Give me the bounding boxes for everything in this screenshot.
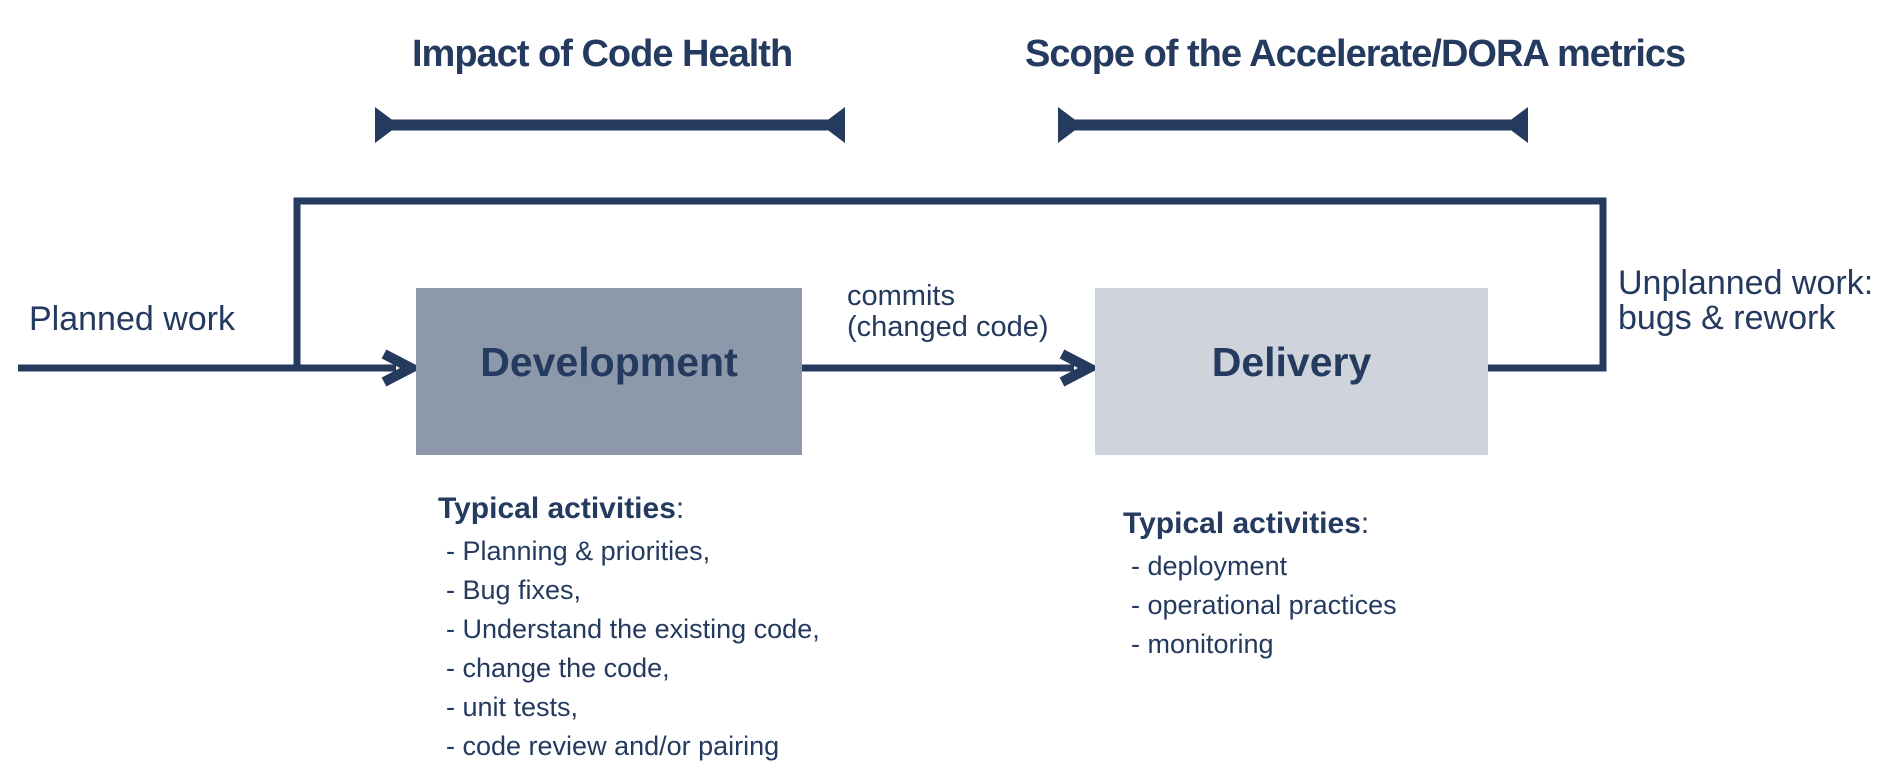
delivery-activity-item: - operational practices [1131, 590, 1397, 620]
impact-bracket-left-cap [375, 107, 399, 143]
development-activities-heading: Typical activities: [438, 492, 820, 526]
development-box: Development [416, 288, 802, 455]
delivery-activities: Typical activities: - deployment - opera… [1123, 507, 1397, 664]
development-activity-item: - Bug fixes, [446, 575, 582, 605]
planned-work-arrowhead [381, 349, 422, 387]
unplanned-work-label: Unplanned work: bugs & rework [1618, 266, 1873, 336]
development-activity-item: - Planning & priorities, [446, 536, 711, 566]
development-activities-heading-colon: : [675, 492, 685, 525]
unplanned-work-feedback-line [293, 197, 1607, 372]
impact-bracket-right-cap [821, 107, 845, 143]
development-box-label: Development [480, 339, 738, 385]
development-activities: Typical activities: - Planning & priorit… [438, 492, 820, 766]
commits-label-line1: commits [847, 280, 955, 312]
commits-arrowhead [1059, 349, 1100, 387]
commits-label: commits (changed code) [847, 281, 1049, 343]
unplanned-work-label-line1: Unplanned work: [1618, 264, 1874, 302]
delivery-activity-item: - deployment [1131, 551, 1288, 581]
development-activity-item: - change the code, [446, 653, 670, 683]
development-activity-item: - code review and/or pairing [446, 731, 780, 761]
impact-of-code-health-title: Impact of Code Health [412, 33, 793, 75]
dora-bracket-left-cap [1058, 107, 1082, 143]
development-activity-item: - unit tests, [446, 692, 579, 722]
development-activities-heading-text: Typical activities [438, 492, 676, 525]
delivery-box-label: Delivery [1211, 339, 1372, 385]
planned-work-arrow [18, 349, 422, 387]
development-activity-item: - Understand the existing code, [446, 614, 820, 644]
dora-bracket-right-cap [1504, 107, 1528, 143]
delivery-activities-heading: Typical activities: [1123, 507, 1397, 541]
commits-label-line2: (changed code) [847, 311, 1049, 343]
planned-work-label: Planned work [29, 300, 236, 338]
delivery-activity-item: - monitoring [1131, 629, 1274, 659]
delivery-activities-heading-colon: : [1360, 507, 1370, 540]
delivery-box: Delivery [1095, 288, 1488, 455]
delivery-activities-heading-text: Typical activities [1123, 507, 1361, 540]
dora-bracket [1058, 107, 1528, 143]
unplanned-work-label-line2: bugs & rework [1618, 299, 1836, 337]
impact-bracket [375, 107, 845, 143]
dora-metrics-scope-title: Scope of the Accelerate/DORA metrics [1025, 33, 1686, 75]
commits-arrow [802, 349, 1100, 387]
